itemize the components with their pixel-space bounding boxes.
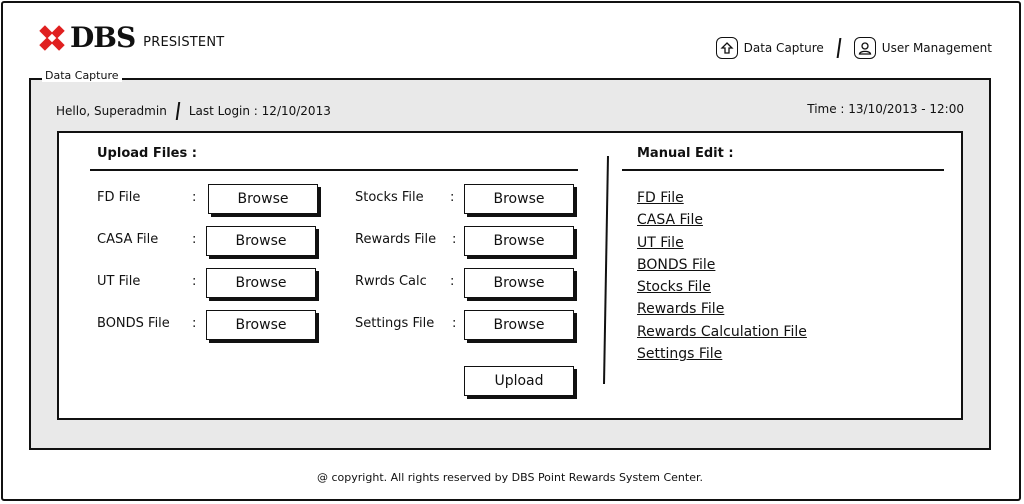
rwrds-calc-label: Rwrds Calc (355, 274, 427, 289)
manual-link-stocks[interactable]: Stocks File (637, 279, 711, 296)
settings-file-label: Settings File (355, 316, 435, 331)
upload-button[interactable]: Upload (464, 366, 574, 396)
colon: : (452, 316, 457, 331)
nav-data-capture-label: Data Capture (743, 41, 824, 55)
bonds-file-label: BONDS File (97, 316, 170, 331)
ut-file-label: UT File (97, 274, 141, 289)
browse-fd-button[interactable]: Browse (208, 184, 318, 214)
stocks-file-label: Stocks File (355, 190, 424, 205)
user-info: Hello, Superadmin Last Login : 12/10/201… (56, 102, 331, 120)
last-login: Last Login : 12/10/2013 (188, 104, 331, 118)
nav-divider (836, 38, 842, 58)
browse-bonds-button[interactable]: Browse (206, 310, 316, 340)
colon: : (450, 274, 455, 289)
logo: DBS PRESISTENT (38, 24, 224, 52)
user-icon (853, 37, 876, 59)
footer-copyright: @ copyright. All rights reserved by DBS … (317, 471, 703, 484)
browse-rewards-button[interactable]: Browse (464, 226, 574, 256)
rewards-file-label: Rewards File (355, 232, 437, 247)
panel-legend: Data Capture (42, 69, 122, 82)
manual-edit-title: Manual Edit : (637, 146, 734, 161)
nav-data-capture[interactable]: Data Capture (715, 37, 824, 59)
upload-icon (715, 37, 738, 59)
manual-link-rewards-calc[interactable]: Rewards Calculation File (637, 323, 807, 340)
dbs-star-icon (38, 24, 66, 52)
manual-link-settings[interactable]: Settings File (637, 346, 723, 363)
upload-files-title: Upload Files : (97, 146, 197, 161)
current-time: Time : 13/10/2013 - 12:00 (807, 102, 964, 116)
nav-user-management[interactable]: User Management (853, 37, 992, 59)
manual-link-casa[interactable]: CASA File (637, 212, 703, 229)
colon: : (452, 232, 457, 247)
brand-sub: PRESISTENT (143, 34, 225, 50)
manual-link-ut[interactable]: UT File (637, 234, 684, 251)
colon: : (192, 190, 197, 205)
casa-file-label: CASA File (97, 232, 159, 247)
nav-user-management-label: User Management (881, 41, 992, 55)
colon: : (192, 232, 197, 247)
fd-file-label: FD File (97, 190, 141, 205)
browse-settings-button[interactable]: Browse (464, 310, 574, 340)
brand-name: DBS (70, 21, 136, 54)
manual-link-rewards[interactable]: Rewards File (637, 301, 725, 318)
manual-link-fd[interactable]: FD File (637, 190, 684, 206)
browse-stocks-button[interactable]: Browse (464, 184, 574, 214)
browse-rwrds-calc-button[interactable]: Browse (464, 268, 574, 298)
colon: : (192, 316, 197, 331)
top-nav: Data Capture User Management (715, 37, 992, 59)
info-divider (175, 102, 181, 120)
colon: : (450, 190, 455, 205)
browse-casa-button[interactable]: Browse (206, 226, 316, 256)
greeting: Hello, Superadmin (56, 104, 167, 118)
browse-ut-button[interactable]: Browse (206, 268, 316, 298)
colon: : (192, 274, 197, 289)
upload-divider (90, 169, 578, 171)
manual-edit-list: FD File CASA File UT File BONDS File Sto… (637, 189, 807, 367)
manual-link-bonds[interactable]: BONDS File (637, 256, 716, 273)
manual-divider (622, 169, 944, 171)
